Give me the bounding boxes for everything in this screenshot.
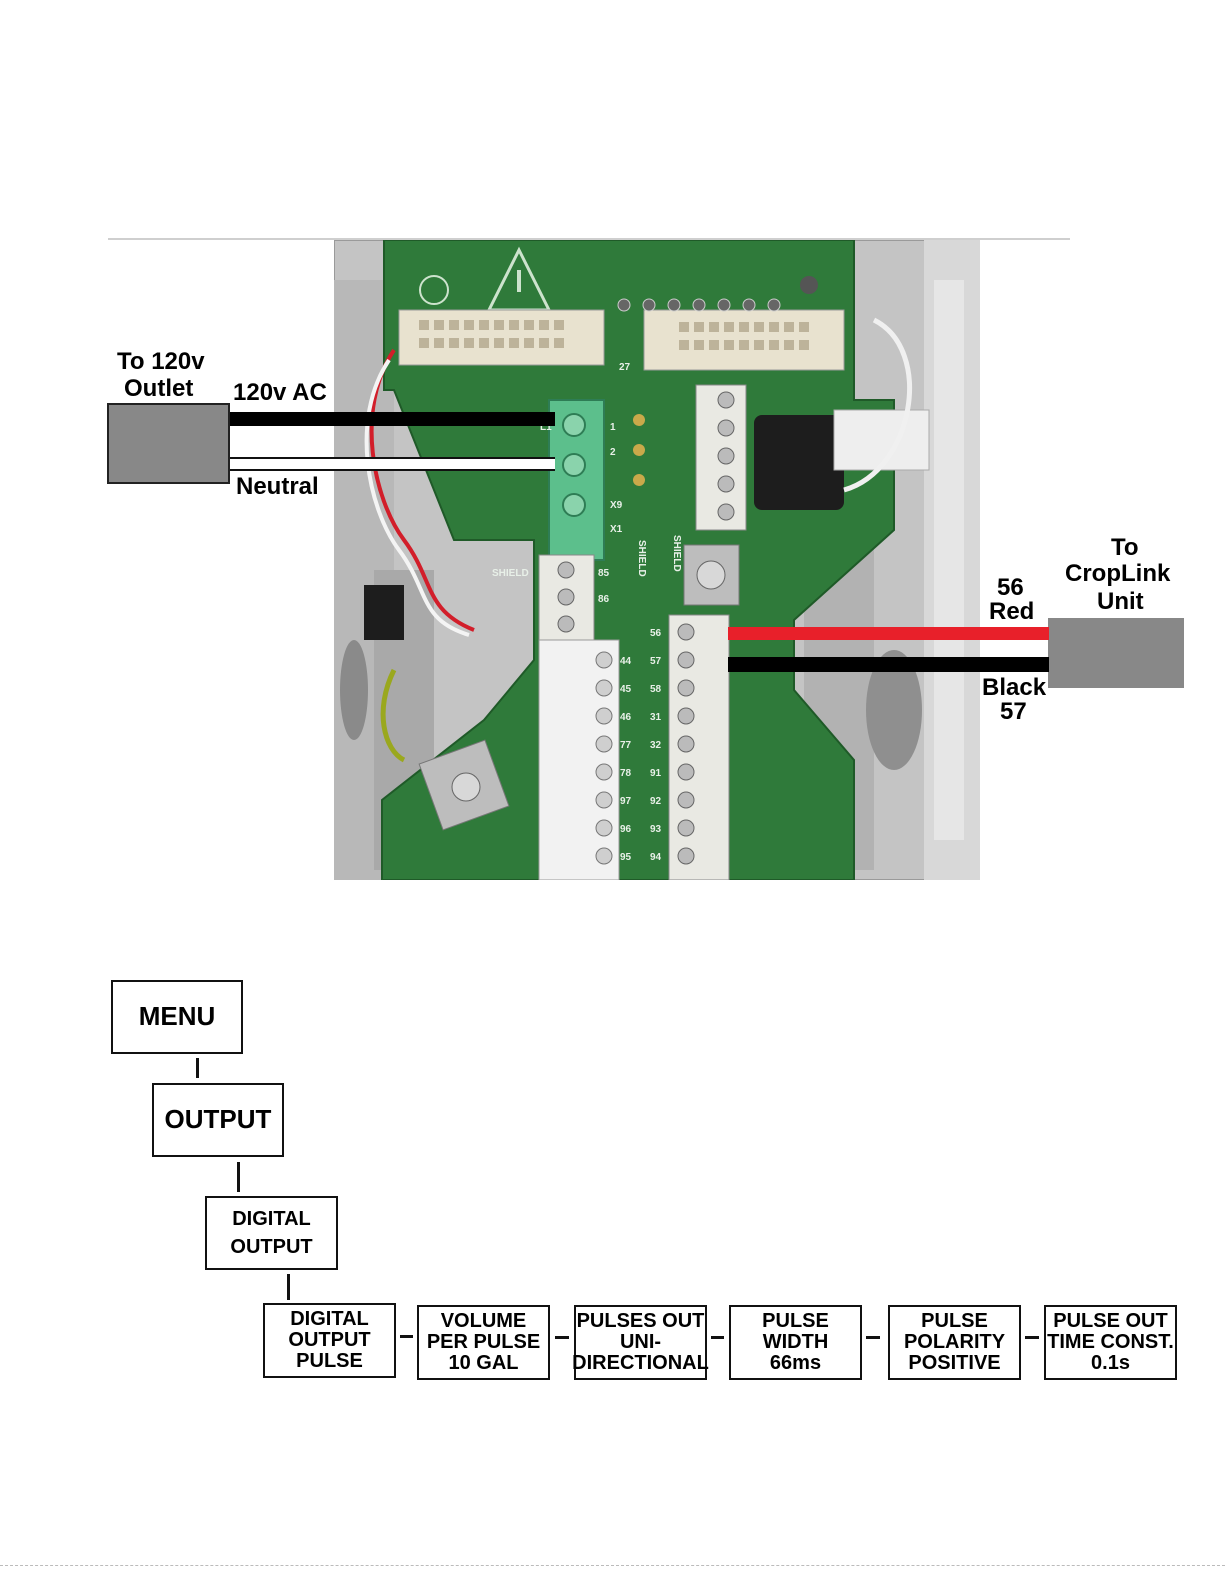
croplink-label-line1: To bbox=[1111, 534, 1139, 561]
board-label-57: 57 bbox=[650, 656, 662, 667]
page-bottom-rule bbox=[0, 1565, 1225, 1566]
board-label-x9: X9 bbox=[610, 500, 623, 511]
circuit-board-photo: 27 SHIELD SHIELD SHIELD X9 X1 L1 N 1 2 8… bbox=[334, 240, 980, 880]
board-label-shield-3: SHIELD bbox=[671, 535, 682, 572]
step-pulse-out-time-const: PULSE OUT TIME CONST. 0.1s bbox=[1044, 1305, 1177, 1380]
black-wire bbox=[728, 657, 1049, 672]
board-label-85: 85 bbox=[598, 568, 610, 579]
step-pulse-width: PULSE WIDTH 66ms bbox=[729, 1305, 862, 1380]
board-label-2: 2 bbox=[610, 447, 616, 458]
board-label-86: 86 bbox=[598, 594, 610, 605]
connector-step-5-6 bbox=[1025, 1336, 1039, 1339]
output-box: OUTPUT bbox=[152, 1083, 284, 1157]
board-label-45: 45 bbox=[620, 684, 632, 695]
pcb-board bbox=[381, 240, 895, 880]
step-5-line1: PULSE bbox=[921, 1310, 988, 1332]
connector-menu-output bbox=[196, 1058, 199, 1078]
board-label-92: 92 bbox=[650, 796, 662, 807]
red-wire-terminal-number: 56 bbox=[997, 574, 1024, 601]
step-2-line1: VOLUME bbox=[440, 1310, 527, 1332]
board-label-shield-2: SHIELD bbox=[636, 540, 647, 577]
board-label-x1: X1 bbox=[610, 524, 623, 535]
digital-output-line2: OUTPUT bbox=[230, 1236, 313, 1258]
board-label-31: 31 bbox=[650, 712, 662, 723]
board-label-1: 1 bbox=[610, 422, 616, 433]
board-label-97: 97 bbox=[620, 796, 632, 807]
hot-wire bbox=[230, 412, 555, 426]
board-label-44: 44 bbox=[620, 656, 632, 667]
black-wire-label: Black bbox=[982, 674, 1047, 701]
neutral-wire bbox=[230, 457, 555, 471]
step-6-line2: TIME CONST. bbox=[1047, 1331, 1174, 1353]
connector-step-1-2 bbox=[400, 1335, 413, 1338]
board-label-94: 94 bbox=[650, 852, 662, 863]
board-label-56: 56 bbox=[650, 628, 662, 639]
terminal-block-56-94 bbox=[668, 614, 730, 880]
red-wire bbox=[728, 627, 1049, 640]
output-box-label: OUTPUT bbox=[164, 1104, 272, 1135]
step-volume-per-pulse: VOLUME PER PULSE 10 GAL bbox=[417, 1305, 550, 1380]
step-1-line3: PULSE bbox=[296, 1350, 363, 1372]
menu-box: MENU bbox=[111, 980, 243, 1054]
connector-step-3-4 bbox=[711, 1336, 724, 1339]
step-3-line2: UNI- bbox=[619, 1331, 662, 1353]
black-wire-terminal-number: 57 bbox=[1000, 698, 1027, 725]
connector-output-digital bbox=[237, 1162, 240, 1192]
outlet-plug-box bbox=[107, 403, 230, 484]
cable-gland bbox=[866, 650, 922, 770]
step-1-line1: DIGITAL bbox=[290, 1308, 369, 1330]
croplink-label-line3: Unit bbox=[1097, 588, 1144, 615]
step-1-line2: OUTPUT bbox=[288, 1329, 371, 1351]
photo-top-border bbox=[108, 238, 1070, 240]
menu-box-label: MENU bbox=[138, 1001, 216, 1032]
board-label-78: 78 bbox=[620, 768, 632, 779]
neutral-wire-label: Neutral bbox=[236, 473, 319, 500]
terminal-block-44-95 bbox=[538, 639, 620, 880]
croplink-label-line2: CropLink bbox=[1065, 560, 1171, 587]
board-label-27: 27 bbox=[619, 362, 631, 373]
step-pulses-out: PULSES OUT UNI- DIRECTIONAL bbox=[572, 1305, 709, 1380]
ribbon-connector-left bbox=[398, 309, 605, 366]
step-pulse-polarity: PULSE POLARITY POSITIVE bbox=[888, 1305, 1021, 1380]
step-4-line1: PULSE bbox=[762, 1310, 829, 1332]
step-5-line3: POSITIVE bbox=[908, 1352, 1001, 1374]
board-label-96: 96 bbox=[620, 824, 632, 835]
outlet-label-line1: To 120v bbox=[117, 348, 205, 375]
step-2-line3: 10 GAL bbox=[448, 1352, 519, 1374]
ferrite-core bbox=[754, 415, 844, 510]
step-4-line3: 66ms bbox=[769, 1352, 822, 1374]
step-5-line2: POLARITY bbox=[903, 1331, 1006, 1353]
board-label-91: 91 bbox=[650, 768, 662, 779]
board-label-58: 58 bbox=[650, 684, 662, 695]
board-label-shield-1: SHIELD bbox=[492, 568, 529, 579]
board-label-l1: L1 bbox=[540, 422, 552, 433]
board-label-77: 77 bbox=[620, 740, 632, 751]
outlet-label-line2: Outlet bbox=[124, 375, 194, 402]
digital-output-line1: DIGITAL bbox=[232, 1208, 311, 1230]
red-wire-label: Red bbox=[989, 598, 1035, 625]
step-6-line1: PULSE OUT bbox=[1053, 1310, 1168, 1332]
croplink-unit-box bbox=[1048, 618, 1184, 688]
connector-step-4-5 bbox=[866, 1336, 880, 1339]
step-3-line3: DIRECTIONAL bbox=[572, 1352, 709, 1374]
board-label-95: 95 bbox=[620, 852, 632, 863]
digital-output-box: DIGITAL OUTPUT bbox=[205, 1196, 338, 1270]
board-label-32: 32 bbox=[650, 740, 662, 751]
connector-step-2-3 bbox=[555, 1336, 569, 1339]
step-6-line3: 0.1s bbox=[1091, 1352, 1130, 1374]
step-4-line2: WIDTH bbox=[762, 1331, 829, 1353]
step-2-line2: PER PULSE bbox=[426, 1331, 541, 1353]
hot-wire-label: 120v AC bbox=[233, 379, 327, 406]
board-label-93: 93 bbox=[650, 824, 662, 835]
step-digital-output-pulse: DIGITAL OUTPUT PULSE bbox=[263, 1303, 396, 1378]
connector-digital-pulse bbox=[287, 1274, 290, 1300]
ferrite-core-small bbox=[364, 585, 404, 640]
step-3-line1: PULSES OUT bbox=[576, 1310, 705, 1332]
board-label-46: 46 bbox=[620, 712, 632, 723]
